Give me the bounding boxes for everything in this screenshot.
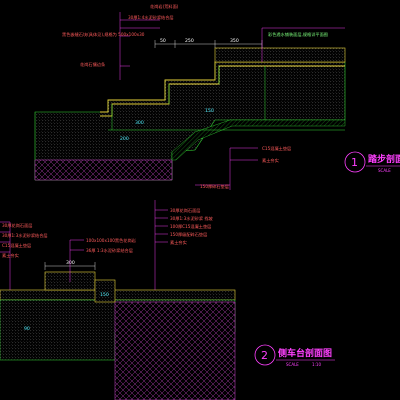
top-dimension-line — [154, 40, 263, 48]
dim-side: 150 — [100, 292, 109, 298]
note-right-slab: 彩色透水铺装面层,规格详平面图 — [268, 31, 328, 38]
note-right-2: 30厚1:3水泥砂浆 找坡 — [170, 215, 214, 222]
note-side-block: 黑色嵌缝石块(具体见),规格为 500x100x30 — [62, 31, 145, 38]
section-2-curb-profile: 300 150 90 30厚花岗石面层 30厚1:3水泥砂浆结合层 C15混凝土… — [0, 200, 335, 400]
dim-step3: 150 — [205, 108, 214, 114]
section-2-scale-ratio: 1:10 — [312, 362, 321, 367]
note-right-5: 素土夯实 — [170, 239, 187, 246]
section-1-step-profile: 50 250 350 花岗岩(荒料面) 30厚1:4水泥砂浆结合层 黑色嵌缝石块… — [34, 3, 400, 190]
dim-bottom: 90 — [24, 326, 30, 332]
layer-lines — [108, 66, 345, 131]
note-gravel: 150厚碎石垫层 — [200, 183, 229, 190]
dim-mid: 300 — [66, 260, 75, 266]
section-1-scale: SCALE — [378, 168, 391, 173]
note-paver-top: 花岗岩(荒料面) — [150, 3, 179, 10]
note-soil: 素土夯实 — [262, 157, 279, 164]
note-mid-2: 36厚 1:3水泥砂浆结合层 — [86, 247, 133, 254]
dim-step1: 300 — [135, 120, 144, 126]
section-2-title: 侧车台剖面图 — [278, 347, 332, 359]
section-1-number-circle — [344, 151, 366, 173]
dim-top-c: 350 — [230, 38, 239, 44]
note-right-3: 100厚C15混凝土垫层 — [170, 223, 211, 230]
section-1-number: 1 — [351, 156, 358, 169]
section-2-number-circle — [254, 344, 276, 366]
section-2-number: 2 — [261, 349, 268, 362]
section-2-leaders — [0, 200, 168, 290]
curb-gravel-base — [114, 301, 236, 400]
section-1-title: 踏步剖面 — [368, 153, 400, 165]
gravel-base — [34, 159, 173, 181]
note-mid-1: 100x100x100黑色花岗岩 — [86, 237, 136, 244]
note-mortar: 30厚1:4水泥砂浆结合层 — [128, 14, 174, 21]
note-concrete: C15混凝土垫层 — [262, 145, 291, 152]
dim-top-a: 50 — [160, 38, 166, 44]
note-left-1: 30厚花岗石面层 — [2, 222, 32, 229]
curb-paving-band — [0, 289, 236, 301]
note-right-1: 30厚花岗石面层 — [170, 207, 200, 214]
note-left-4: 素土夯实 — [2, 252, 19, 259]
section-2-scale: SCALE — [286, 362, 299, 367]
dim-step2: 200 — [120, 136, 129, 142]
section-1-leaders — [119, 12, 345, 190]
note-left-3: C15混凝土垫层 — [2, 242, 31, 249]
note-left-2: 30厚1:3水泥砂浆结合层 — [2, 232, 48, 239]
curb-upper-block — [94, 279, 116, 303]
dim-top-b: 250 — [185, 38, 194, 44]
note-right-4: 150厚级配碎石垫层 — [170, 231, 207, 238]
note-edge-stone: 花岗石镶边条 — [80, 61, 106, 68]
right-paving-band — [214, 47, 346, 63]
